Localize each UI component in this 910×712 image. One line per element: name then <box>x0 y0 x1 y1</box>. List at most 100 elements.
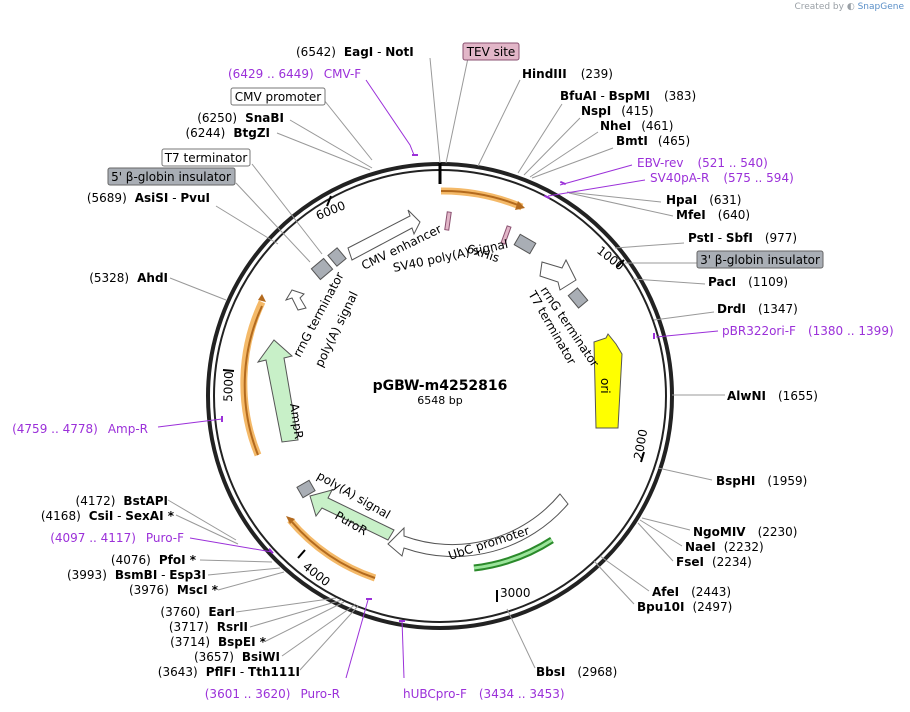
primer-pbr322ori-f: pBR322ori-F(1380 .. 1399) <box>722 324 894 338</box>
leader-rsrii <box>249 599 343 628</box>
credit-prefix: Created by <box>794 2 844 12</box>
site-asisi: (5689)AsiSI - PvuI <box>87 191 210 205</box>
leader-ngomiv <box>641 517 691 531</box>
terminator-box-right-2 <box>567 287 589 309</box>
leader-bsmbi <box>207 567 281 576</box>
tev-site-feature <box>444 211 452 231</box>
site-csii: (4168)CsiI - SexAI * <box>41 509 175 523</box>
primer-hubcpro-f: hUBCpro-F(3434 .. 3453) <box>403 687 565 701</box>
ubc-green-inner <box>473 538 553 570</box>
primer-labels: (6429 .. 6449)CMV-F EBV-rev(521 .. 540) … <box>12 67 894 701</box>
ubc-promoter-arrow <box>387 493 569 558</box>
sv40-polya-arrow <box>539 258 577 291</box>
tick-4000 <box>297 549 306 559</box>
globin3-label: 3' β-globin insulator <box>700 253 820 267</box>
cmv-promoter-box <box>230 87 326 106</box>
site-msci: (3976)MscI * <box>129 583 219 597</box>
site-pflfi: (3643)PflFI - Tth111I <box>158 665 300 679</box>
plasmid-name: pGBW-m4252816 <box>373 378 508 394</box>
tick-1000 <box>616 259 625 268</box>
primer-mark-ebv-rev <box>559 180 567 186</box>
primer-line-sv40pa-r <box>547 179 646 197</box>
plasmid-size: 6548 bp <box>417 394 462 407</box>
snapgene-logo-icon: ◐ <box>846 2 855 12</box>
leader-tev <box>445 57 469 164</box>
site-psti: PstI - SbfI(977) <box>688 231 797 245</box>
primer-cmv-f: (6429 .. 6449)CMV-F <box>228 67 361 81</box>
leader-drdi <box>653 311 715 321</box>
leader-ahdi <box>169 277 227 301</box>
primer-sv40pa-r: SV40pA-R(575 .. 594) <box>650 171 794 185</box>
cmv-promoter-label: CMV promoter <box>235 90 322 104</box>
leader-bspei <box>265 601 345 642</box>
site-bfuai: BfuAI - BspMI(383) <box>560 89 696 103</box>
primer-line-hubcpro-f <box>401 619 405 679</box>
orf-arrow-top <box>440 189 519 206</box>
leader-bpu10i <box>593 560 635 605</box>
orf-arrow-left <box>243 305 263 456</box>
features-outer <box>240 187 589 582</box>
leader-fsei <box>637 522 674 562</box>
primer-puro-r: (3601 .. 3620)Puro-R <box>205 687 340 701</box>
globin5-box <box>107 167 236 186</box>
tev-box <box>462 42 520 61</box>
primer-line-puro-f <box>189 537 273 553</box>
site-bsphi: BspHI(1959) <box>716 474 807 488</box>
site-bmti: BmtI(465) <box>616 134 690 148</box>
primer-mark-sv40pa-r <box>543 194 551 200</box>
site-pfoi: (4076)PfoI * <box>111 553 197 567</box>
leader-nspi <box>523 117 581 176</box>
tick-2000 <box>640 451 645 463</box>
puror-arrow <box>309 489 395 541</box>
leader-bstapi <box>167 499 237 541</box>
his-tag-feature <box>500 225 512 245</box>
primer-line-pbr322ori-f <box>655 330 719 338</box>
terminator-box-left-1 <box>310 257 334 281</box>
tick-marks <box>222 195 645 602</box>
ori-label: ori <box>598 378 612 394</box>
leader-snabi <box>289 119 373 169</box>
site-btgzi: (6244)BtgZI <box>185 126 270 140</box>
tick-5000 <box>222 369 235 372</box>
leader-paci <box>632 278 706 285</box>
primer-lines <box>157 79 719 679</box>
site-bsmbi: (3993)BsmBI - Esp3I <box>67 568 206 582</box>
leader-cmv-promoter <box>323 99 373 161</box>
leader-btgzi <box>276 132 371 171</box>
site-bsiwi: (3657)BsiWI <box>194 650 280 664</box>
leader-lines <box>167 57 725 671</box>
primer-line-ebv-rev <box>559 164 633 186</box>
leader-nhei <box>529 131 599 178</box>
site-hindiii: HindIII(239) <box>522 67 613 81</box>
terminator-box-bottom <box>296 479 316 499</box>
site-bbsi: BbsI(2968) <box>536 665 617 679</box>
orf-arrowhead-top <box>515 201 525 210</box>
leader-pfoi <box>199 559 273 563</box>
ampr-arrow <box>256 339 299 443</box>
leader-psti <box>614 242 685 249</box>
ampr-label: AmpR <box>287 402 306 439</box>
terminator-box-right-1 <box>513 233 537 255</box>
tick-6000 <box>326 195 332 207</box>
leader-globin5 <box>235 182 311 263</box>
leader-bsphi <box>657 467 713 481</box>
credit-brand: SnapGene <box>857 2 904 12</box>
leader-bbsi <box>506 608 536 669</box>
tick-label-5000: 5000 <box>221 371 236 402</box>
features-inner <box>256 209 623 558</box>
cmv-enhancer-arrow <box>347 209 421 261</box>
site-alwni: AlwNI(1655) <box>727 389 818 403</box>
leader-eari <box>235 597 337 613</box>
site-afei: AfeI(2443) <box>652 585 731 599</box>
primer-line-puro-r <box>345 599 369 679</box>
orf-arrowhead-bottom <box>286 516 295 524</box>
site-nhei: NheI(461) <box>600 119 673 133</box>
primer-puro-f: (4097 .. 4117)Puro-F <box>50 531 184 545</box>
primer-amp-r: (4759 .. 4778)Amp-R <box>12 422 148 436</box>
leader-afei <box>599 555 650 592</box>
primer-mark-cmv-f <box>412 154 418 156</box>
primer-line-amp-r <box>157 418 223 428</box>
leader-asisi <box>215 205 279 245</box>
site-naei: NaeI(2232) <box>685 540 764 554</box>
